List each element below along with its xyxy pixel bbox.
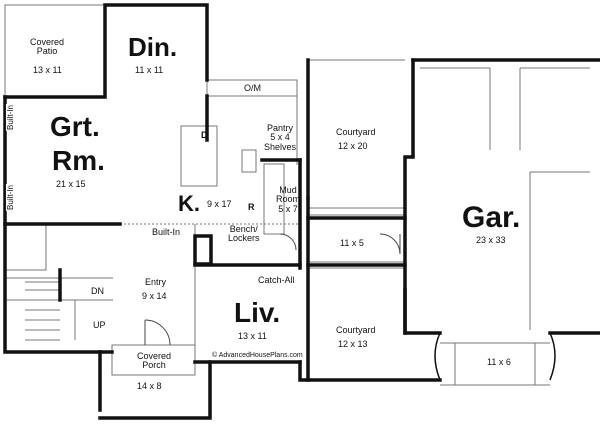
courtyard-top-dim: 12 x 20: [338, 141, 368, 151]
courtyard-top-label: Courtyard: [336, 127, 376, 137]
built-in-top-label: Built-In: [5, 104, 15, 131]
door-swings: [144, 233, 401, 346]
dining-label: Din.: [128, 32, 178, 62]
dining-dim: 11 x 11: [135, 65, 164, 75]
copyright-text: © AdvancedHousePlans.com: [212, 352, 303, 359]
om-label: O/M: [244, 83, 261, 93]
great-room-dim: 21 x 15: [56, 179, 86, 189]
stair-down-label: DN: [91, 286, 104, 296]
refrigerator-label: R: [248, 202, 255, 212]
courtyard-bottom-label: Courtyard: [336, 325, 376, 335]
living-dim: 13 x 11: [238, 331, 267, 341]
garage-dim: 23 x 33: [476, 235, 506, 245]
catch-all-label: Catch-All: [258, 275, 295, 285]
courtyard-bottom-dim: 12 x 13: [338, 339, 368, 349]
mid-room-dim: 11 x 5: [340, 238, 364, 248]
covered-porch-dim: 14 x 8: [137, 381, 162, 391]
stair-up-label: UP: [93, 320, 106, 330]
built-in-mid-label: Built-In: [152, 227, 181, 237]
covered-patio-label: Covered Patio: [30, 37, 65, 57]
covered-patio-dim: 13 x 11: [33, 65, 62, 75]
bench-lockers-label: Bench/ Lockers: [228, 224, 260, 244]
great-room-label-2: Rm.: [52, 145, 105, 176]
kitchen-dim: 9 x 17: [207, 199, 232, 209]
living-label: Liv.: [234, 297, 281, 328]
pantry-label: Pantry 5 x 4 Shelves: [264, 123, 297, 152]
bay-dim: 11 x 6: [487, 357, 511, 367]
garage-label: Gar.: [462, 201, 521, 234]
dishwasher-label: D: [201, 130, 208, 140]
bay-window: [434, 332, 556, 381]
built-in-bottom-label: Built-In: [5, 184, 15, 211]
entry-dim: 9 x 14: [142, 291, 167, 301]
entry-label: Entry: [145, 277, 167, 287]
covered-porch-label: Covered Porch: [137, 351, 172, 371]
mud-room-label: Mud Room 5 x 7: [276, 185, 301, 214]
great-room-label-1: Grt.: [50, 111, 100, 142]
walls: [3, 3, 600, 420]
kitchen-label: K.: [178, 191, 200, 216]
